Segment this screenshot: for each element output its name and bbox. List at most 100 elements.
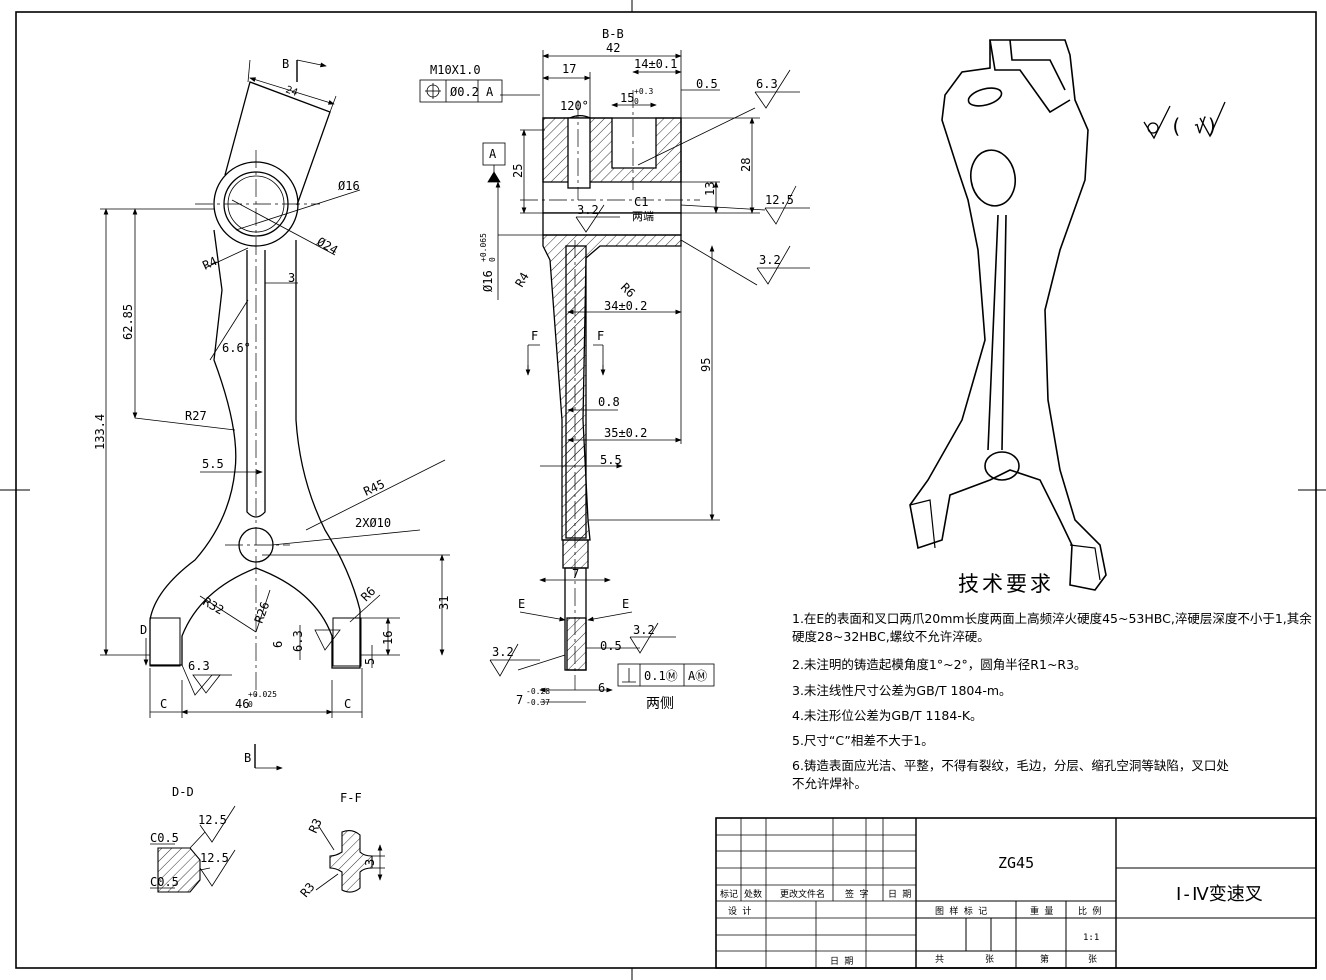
chamfer-c1: C1 — [634, 195, 648, 209]
datum-a-ref: A — [486, 85, 494, 99]
dim-0-8: 0.8 — [598, 395, 620, 409]
tb-weight: 重 量 — [1030, 905, 1053, 917]
dd-ra-top: 12.5 — [198, 813, 227, 827]
dd-title: D-D — [172, 785, 194, 799]
section-dd-labels: D-D C0.5 C0.5 12.5 12.5 — [150, 785, 229, 889]
dim-95: 95 — [699, 358, 713, 372]
tech-req-item-4: 4.未注形位公差为GB/T 1184-K。 — [792, 708, 983, 723]
label-d: D — [140, 623, 147, 637]
dim-0-5: 0.5 — [696, 77, 718, 91]
dim-7-bb: 7 — [516, 693, 523, 707]
datum-a: A — [489, 147, 497, 161]
dim-14: 14±0.1 — [634, 57, 677, 71]
tech-req-item-2: 2.未注明的铸造起模角度1°~2°，圆角半径R1~R3。 — [792, 657, 1087, 672]
title-block-text: 标记 处数 更改文件名 签 字 日 期 设 计 日 期 图 样 标 记 重 量 … — [720, 888, 1101, 967]
tb-scale: 1:1 — [1083, 933, 1099, 943]
dim-34: 34±0.2 — [604, 299, 647, 313]
ff-title: F-F — [340, 791, 362, 805]
label-b-top: B — [282, 57, 289, 71]
dim-7-tol-upper: -0.28 — [526, 687, 550, 696]
title-block — [715, 817, 1317, 969]
section-ff — [315, 824, 385, 893]
front-view-labels: B 24 Ø16 Ø24 R4 3 62.85 6.6° R27 133.4 5… — [93, 57, 451, 765]
dim-15-tol-lower: 0 — [634, 97, 639, 106]
tb-sheets: 张 — [985, 954, 994, 965]
dim-13: 13 — [703, 182, 717, 196]
both-sides: 两侧 — [646, 696, 674, 712]
dim-d16: Ø16 — [338, 179, 360, 193]
dim-r45: R45 — [361, 477, 387, 499]
ra-6-3-bottom: 6.3 — [188, 659, 210, 673]
tech-req-item-3: 3.未注线性尺寸公差为GB/T 1804-m。 — [792, 683, 1012, 698]
dim-17: 17 — [562, 62, 576, 76]
dd-chamfer-bottom: C0.5 — [150, 875, 179, 889]
dim-holes: 2XØ10 — [355, 516, 391, 530]
ff-r3-top: R3 — [306, 816, 325, 835]
dim-0-5-bb: 0.5 — [600, 639, 622, 653]
dim-r27: R27 — [185, 409, 207, 423]
ra-3-2-bb-a: 3.2 — [759, 253, 781, 267]
label-e-right: E — [622, 597, 629, 611]
dim-15: 15 — [620, 91, 634, 105]
section-dd — [150, 805, 236, 893]
dim-62-85: 62.85 — [121, 304, 135, 340]
ff-r3-bottom: R3 — [298, 880, 318, 900]
dim-16: 16 — [381, 631, 395, 645]
tb-design: 设 计 — [728, 905, 751, 917]
dim-c-left: C — [160, 697, 167, 711]
tb-mark: 标记 — [720, 888, 738, 900]
dim-15-tol-upper: +0.3 — [634, 87, 653, 96]
dim-r6-bb: R6 — [618, 280, 638, 300]
ra-3-2-bb-b: 3.2 — [577, 203, 599, 217]
dim-d16-tol-lower: 0 — [488, 257, 497, 262]
dim-d24: Ø24 — [315, 234, 341, 257]
dim-r32: R32 — [201, 594, 227, 617]
tb-ratio: 比 例 — [1078, 905, 1101, 917]
dim-r4: R4 — [200, 254, 219, 273]
ra-6-3-claw: 6.3 — [291, 630, 305, 652]
isometric-view — [909, 39, 1107, 591]
dim-7-tol-lower: -0.37 — [526, 698, 550, 707]
tb-count: 处数 — [744, 888, 762, 900]
ra-12-5-bb: 12.5 — [765, 193, 794, 207]
thread-spec: M10X1.0 — [430, 63, 481, 77]
dim-5: 5 — [363, 658, 377, 665]
perp-datum: AⓂ — [688, 669, 707, 683]
surface-roughness-rest — [1143, 101, 1226, 140]
dim-25: 25 — [511, 164, 525, 178]
label-e-left: E — [518, 597, 525, 611]
tb-no: 第 — [1040, 953, 1049, 965]
dim-46: 46 — [235, 697, 249, 711]
tb-date-col: 日 期 — [888, 889, 911, 900]
bb-title: B-B — [602, 27, 624, 41]
tech-req-item-5: 5.尺寸“C”相差不大于1。 — [792, 733, 934, 748]
dim-c-right: C — [344, 697, 351, 711]
section-bb-dimensions — [419, 50, 810, 703]
perp-tolerance: 0.1Ⓜ — [644, 669, 678, 683]
dim-5-5: 5.5 — [202, 457, 224, 471]
surface-roughness-rest-label: ( √) — [1170, 114, 1218, 138]
both-ends: 两端 — [632, 210, 654, 223]
ra-6-3-bb: 6.3 — [756, 77, 778, 91]
label-f-left: F — [531, 329, 538, 343]
dim-3: 3 — [288, 271, 295, 285]
dim-46-tol-lower: 0 — [248, 700, 253, 709]
section-bb — [520, 90, 700, 690]
dim-d16-bb: Ø16 — [481, 270, 495, 292]
tech-req-title: 技术要求 — [958, 572, 1054, 596]
tb-sheet: 张 — [1088, 954, 1097, 965]
dim-7: 7 — [572, 567, 579, 581]
dim-6: 6 — [271, 641, 285, 648]
dim-6-bb: 6 — [598, 681, 605, 695]
dim-r4-bb: R4 — [512, 270, 531, 290]
section-bb-labels: B-B 42 17 14±0.1 0.5 15 +0.3 0 120° M10X… — [430, 27, 794, 712]
label-f-right: F — [597, 329, 604, 343]
dim-42: 42 — [606, 41, 620, 55]
dim-31: 31 — [437, 596, 451, 610]
tb-date: 日 期 — [830, 956, 853, 967]
tech-req-item-6: 6.铸造表面应光洁、平整，不得有裂纹，毛边，分层、缩孔空洞等缺陷，叉口处不允许焊… — [792, 758, 1229, 791]
tb-sign: 签 字 — [845, 888, 868, 900]
dd-chamfer-top: C0.5 — [150, 831, 179, 845]
